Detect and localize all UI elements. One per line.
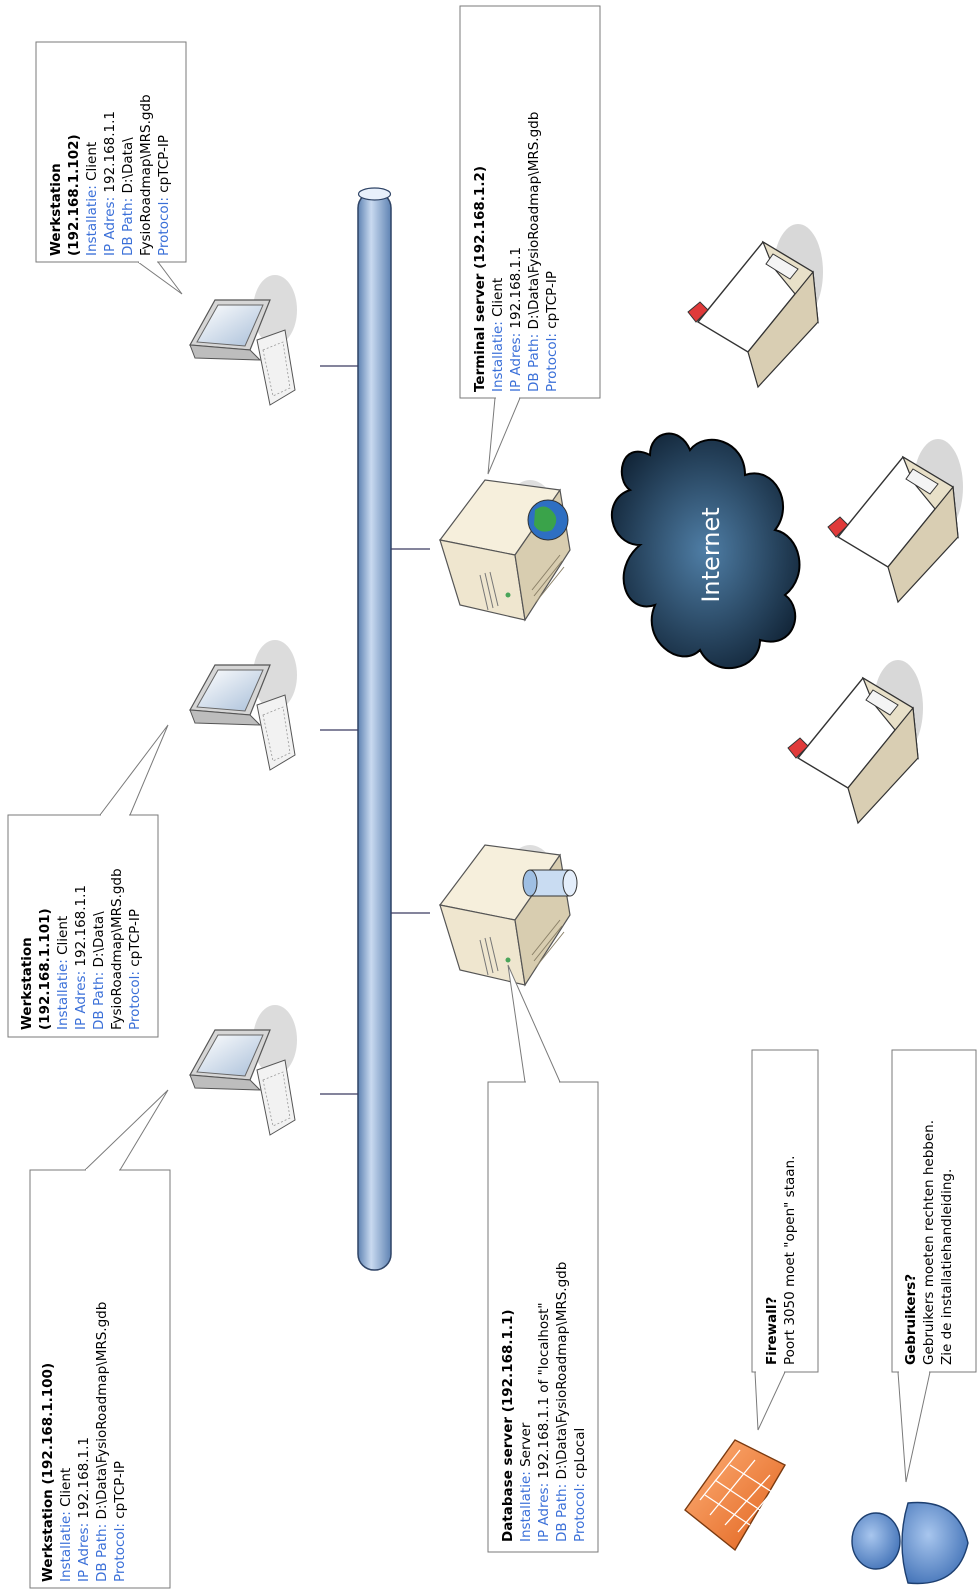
firewall-icon — [684, 1439, 786, 1552]
ip-value: 192.168.1.1 — [508, 247, 524, 333]
db-key: DB Path: — [94, 1524, 110, 1582]
db-value: D:\Data\FysioRoadmap\MRS.gdb — [554, 1262, 570, 1484]
protocol-key: Protocol: — [572, 1483, 588, 1542]
callout-workstation-100: Werkstation (192.168.1.100) Installatie:… — [29, 1089, 171, 1589]
db-key: DB Path: — [526, 334, 542, 392]
callout-firewall: Firewall? Poort 3050 moet "open" staan. — [751, 1049, 819, 1431]
protocol-key: Protocol: — [156, 197, 172, 256]
callout-title: Terminal server (192.168.1.2) — [472, 166, 488, 392]
install-value: Server — [518, 1422, 534, 1471]
install-key: Installatie: — [490, 321, 506, 392]
svg-text:Installatie: Client: Installatie: Client — [58, 1468, 74, 1582]
install-key: Installatie: — [58, 1511, 74, 1582]
svg-text:Protocol: cpTCP-IP: Protocol: cpTCP-IP — [127, 909, 143, 1030]
callout-title: Database server (192.168.1.1) — [500, 1309, 516, 1542]
database-cylinder-icon — [522, 869, 578, 897]
svg-text:DB Path: D:\Data\FysioRoadmap\: DB Path: D:\Data\FysioRoadmap\MRS.gdb — [94, 1302, 110, 1582]
db-key: DB Path: — [554, 1484, 570, 1542]
svg-text:Installatie: Client: Installatie: Client — [84, 142, 100, 256]
protocol-value: cpLocal — [572, 1428, 588, 1483]
db-value: D:\Data\FysioRoadmap\MRS.gdb — [526, 112, 542, 334]
protocol-key: Protocol: — [544, 333, 560, 392]
terminal-server-icon — [439, 479, 571, 621]
remote-site-icon — [827, 438, 964, 603]
network-backbone — [320, 187, 430, 1271]
callout-title: Firewall? — [764, 1297, 780, 1365]
callout-title: Werkstation — [48, 163, 64, 256]
internet-cloud-icon: Internet — [611, 432, 801, 669]
install-value: Client — [490, 278, 506, 321]
ip-key: IP Adres: — [73, 971, 89, 1030]
svg-text:Installatie: Client: Installatie: Client — [55, 916, 71, 1030]
protocol-value: cpTCP-IP — [156, 135, 172, 197]
svg-text:IP Adres: 192.168.1.1: IP Adres: 192.168.1.1 — [102, 111, 118, 256]
svg-text:Protocol: cpLocal: Protocol: cpLocal — [572, 1428, 588, 1542]
install-value: Client — [58, 1468, 74, 1511]
install-key: Installatie: — [55, 959, 71, 1030]
ip-key: IP Adres: — [536, 1483, 552, 1542]
users-note: Zie de installatiehandleiding. — [939, 1169, 955, 1365]
protocol-value: cpTCP-IP — [112, 1461, 128, 1523]
db-value-cont: FysioRoadmap\MRS.gdb — [109, 868, 125, 1030]
ip-key: IP Adres: — [76, 1523, 92, 1582]
install-key: Installatie: — [84, 185, 100, 256]
svg-text:IP Adres: 192.168.1.1: IP Adres: 192.168.1.1 — [73, 885, 89, 1030]
users-note: Gebruikers moeten rechten hebben. — [921, 1120, 937, 1365]
user-icon — [851, 1501, 969, 1585]
ip-value: 192.168.1.1 of "localhost" — [536, 1302, 552, 1483]
svg-text:DB Path: D:\Data\FysioRoadmap\: DB Path: D:\Data\FysioRoadmap\MRS.gdb — [526, 112, 542, 392]
remote-site-icon — [787, 659, 924, 824]
internet-label: Internet — [697, 507, 725, 602]
svg-text:IP Adres: 192.168.1.1: IP Adres: 192.168.1.1 — [508, 247, 524, 392]
protocol-value: cpTCP-IP — [544, 271, 560, 333]
callout-terminal-server: Terminal server (192.168.1.2) Installati… — [459, 5, 601, 475]
svg-text:IP Adres: 192.168.1.1: IP Adres: 192.168.1.1 — [76, 1437, 92, 1582]
svg-text:DB Path: D:\Data\FysioRoadmap\: DB Path: D:\Data\FysioRoadmap\MRS.gdb — [554, 1262, 570, 1542]
callout-database-server: Database server (192.168.1.1) Installati… — [487, 964, 599, 1553]
workstation-icon — [189, 639, 298, 771]
firewall-note: Poort 3050 moet "open" staan. — [782, 1156, 798, 1365]
svg-text:Installatie: Server: Installatie: Server — [518, 1422, 534, 1542]
svg-text:IP Adres: 192.168.1.1 of "loca: IP Adres: 192.168.1.1 of "localhost" — [536, 1302, 552, 1542]
ip-value: 192.168.1.1 — [102, 111, 118, 197]
database-server-icon — [439, 844, 578, 986]
db-value: D:\Data\ — [120, 137, 136, 198]
svg-text:Protocol: cpTCP-IP: Protocol: cpTCP-IP — [544, 271, 560, 392]
protocol-key: Protocol: — [112, 1523, 128, 1582]
svg-text:Installatie: Client: Installatie: Client — [490, 278, 506, 392]
install-key: Installatie: — [518, 1471, 534, 1542]
protocol-value: cpTCP-IP — [127, 909, 143, 971]
ip-key: IP Adres: — [508, 333, 524, 392]
callout-title: (192.168.1.101) — [37, 908, 53, 1030]
ip-value: 192.168.1.1 — [76, 1437, 92, 1523]
callout-title: Werkstation (192.168.1.100) — [40, 1363, 56, 1582]
ip-value: 192.168.1.1 — [73, 885, 89, 971]
ip-key: IP Adres: — [102, 197, 118, 256]
db-key: DB Path: — [120, 198, 136, 256]
callout-users: Gebruikers? Gebruikers moeten rechten he… — [891, 1049, 977, 1483]
db-value: D:\Data\FysioRoadmap\MRS.gdb — [94, 1302, 110, 1524]
protocol-key: Protocol: — [127, 971, 143, 1030]
remote-site-icon — [687, 223, 824, 388]
db-key: DB Path: — [91, 972, 107, 1030]
svg-text:DB Path: D:\Data\: DB Path: D:\Data\ — [91, 911, 107, 1030]
db-value: D:\Data\ — [91, 911, 107, 972]
install-value: Client — [55, 916, 71, 959]
workstation-icon — [189, 1004, 298, 1136]
callout-workstation-102: Werkstation (192.168.1.102) Installatie:… — [35, 41, 187, 295]
svg-text:Protocol: cpTCP-IP: Protocol: cpTCP-IP — [156, 135, 172, 256]
callout-title: Gebruikers? — [903, 1274, 919, 1365]
workstation-icon — [189, 274, 298, 406]
install-value: Client — [84, 142, 100, 185]
svg-text:Protocol: cpTCP-IP: Protocol: cpTCP-IP — [112, 1461, 128, 1582]
callout-title: Werkstation — [19, 937, 35, 1030]
callout-title: (192.168.1.102) — [66, 134, 82, 256]
db-value-cont: FysioRoadmap\MRS.gdb — [138, 94, 154, 256]
svg-text:DB Path: D:\Data\: DB Path: D:\Data\ — [120, 137, 136, 256]
callout-workstation-101: Werkstation (192.168.1.101) Installatie:… — [7, 724, 169, 1038]
